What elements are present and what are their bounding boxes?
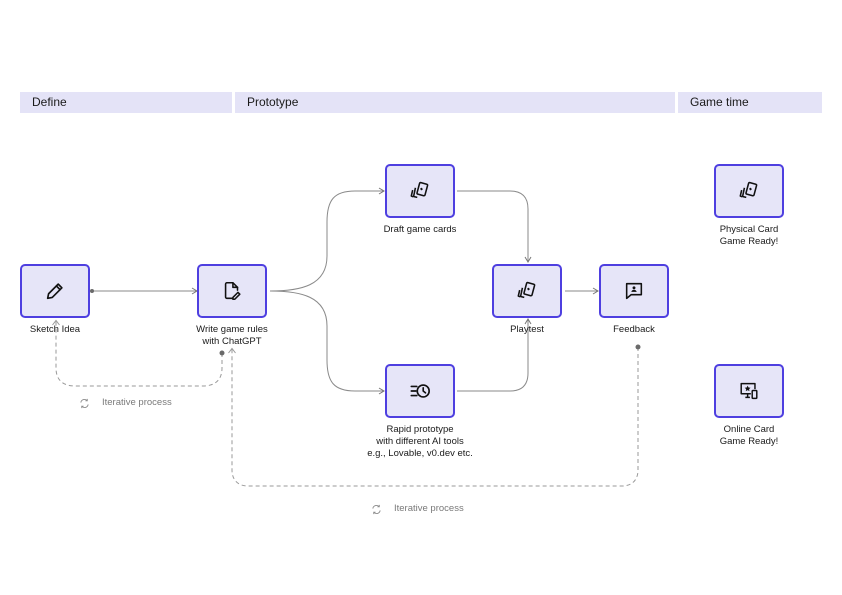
phase-game-time-label: Game time xyxy=(690,95,749,109)
pencil-icon xyxy=(46,283,63,300)
edge-rules-to-draft xyxy=(269,187,385,292)
phase-prototype: Prototype xyxy=(235,92,675,113)
iterative-process-short: Iterative process xyxy=(79,397,172,409)
iterative-process-long-label: Iterative process xyxy=(394,503,464,514)
loop-short xyxy=(55,321,223,387)
node-feedback xyxy=(599,264,669,318)
node-playtest xyxy=(492,264,562,318)
phase-define: Define xyxy=(20,92,232,113)
loop-short-arrowhead xyxy=(52,319,60,326)
monitor-devices-icon xyxy=(740,382,758,400)
node-rapid-prototype xyxy=(385,364,455,418)
chat-person-icon xyxy=(625,282,643,300)
label-feedback: Feedback xyxy=(613,324,655,335)
cards-icon xyxy=(410,181,429,199)
document-edit-icon xyxy=(224,281,241,301)
loop-short-start-dot xyxy=(219,350,225,356)
phase-game-time: Game time xyxy=(678,92,822,113)
edge-rules-to-rapid xyxy=(269,290,385,395)
edge-rapid-to-playtest xyxy=(457,318,532,392)
label-sketch-idea: Sketch Idea xyxy=(29,324,81,335)
cycle-icon xyxy=(80,398,89,408)
node-sketch-idea xyxy=(20,264,90,318)
cards-icon xyxy=(739,181,758,199)
node-write-rules xyxy=(197,264,267,318)
list-clock-icon xyxy=(410,384,430,398)
node-draft-cards xyxy=(385,164,455,218)
iterative-process-short-label: Iterative process xyxy=(102,397,172,408)
phase-prototype-label: Prototype xyxy=(247,95,299,109)
cards-icon xyxy=(517,281,536,299)
sketch-out-dot xyxy=(90,289,94,293)
label-draft-cards: Draft game cards xyxy=(383,224,457,235)
cycle-icon xyxy=(372,504,381,514)
edge-draft-to-playtest xyxy=(457,190,532,263)
phase-define-label: Define xyxy=(32,95,67,109)
iterative-process-long: Iterative process xyxy=(371,503,464,515)
loop-long-arrowhead xyxy=(228,347,236,354)
node-physical-card-game xyxy=(714,164,784,218)
loop-long-start-dot xyxy=(635,344,641,350)
label-playtest: Playtest xyxy=(510,324,544,335)
node-online-card-game xyxy=(714,364,784,418)
loop-long xyxy=(231,347,639,487)
